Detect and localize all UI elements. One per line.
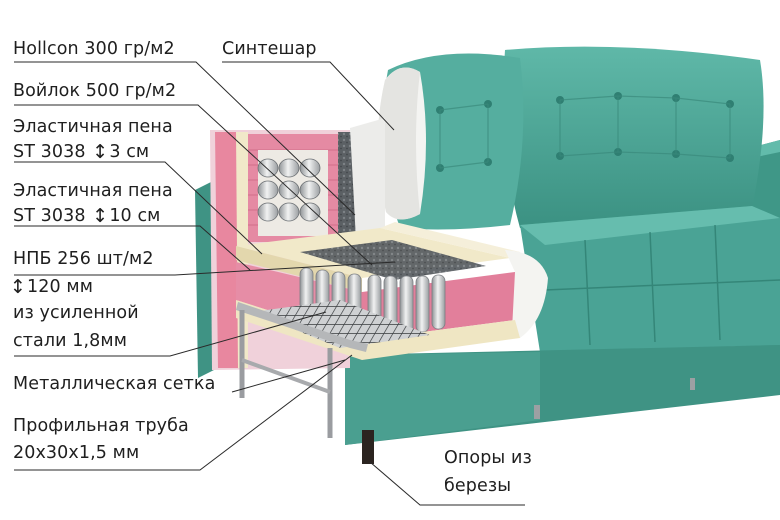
back-cushions (377, 46, 764, 230)
label-legs-line1: Опоры из (444, 448, 532, 468)
leader-lines (14, 61, 525, 506)
label-npb-line2: ↕120 мм (9, 276, 93, 298)
label-foam-3cm-line2: ST 3038 ↕3 см (13, 141, 149, 163)
label-hollcon: Hollcon 300 гр/м2 (13, 39, 175, 59)
label-foam-3cm-line1: Эластичная пена (13, 117, 173, 137)
birch-legs (362, 378, 695, 464)
label-foam-3cm-height: 3 см (109, 142, 150, 162)
label-mesh: Металлическая сетка (13, 374, 216, 394)
label-foam-10cm-grade: ST 3038 (13, 206, 86, 226)
label-voylok: Войлок 500 гр/м2 (13, 81, 177, 101)
label-npb-line1: НПБ 256 шт/м2 (13, 249, 154, 269)
label-tube-line1: Профильная труба (13, 416, 189, 436)
sofa-base (345, 345, 780, 445)
up-down-arrow-icon: ↕ (10, 276, 27, 298)
seat-cushion (520, 206, 780, 352)
label-npb-line3: из усиленной (13, 303, 139, 323)
label-foam-3cm-grade: ST 3038 (13, 142, 86, 162)
label-foam-10cm-line1: Эластичная пена (13, 181, 173, 201)
label-sintepon: Синтешар (222, 39, 317, 59)
up-down-arrow-icon: ↕ (92, 205, 109, 227)
seat-cross-section (236, 222, 548, 438)
label-foam-10cm-line2: ST 3038 ↕10 см (13, 205, 160, 227)
up-down-arrow-icon: ↕ (92, 141, 109, 163)
label-legs-line2: березы (444, 476, 512, 496)
label-npb-line4: стали 1,8мм (13, 331, 127, 351)
label-tube-line2: 20х30х1,5 мм (13, 443, 140, 463)
label-npb-height: 120 мм (27, 277, 93, 297)
label-foam-10cm-height: 10 см (109, 206, 161, 226)
